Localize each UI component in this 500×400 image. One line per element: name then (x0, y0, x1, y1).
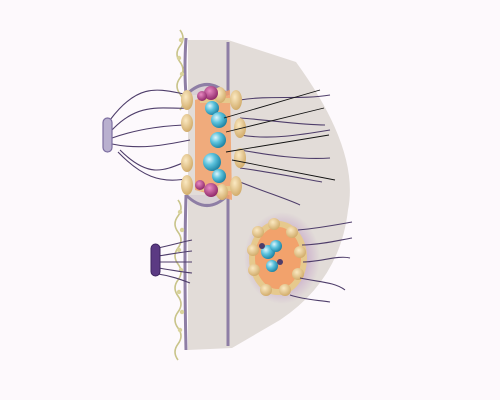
nuclear-pore-complex-side-view (181, 86, 246, 200)
cytoplasmic-filaments (109, 89, 191, 181)
nuclear-pore-complex-top-view (244, 212, 320, 304)
chromatin-strand (174, 29, 184, 361)
nuclear-basket-filaments (239, 94, 331, 206)
leader-lines (223, 89, 336, 181)
cytoplasmic-ring-cap (102, 117, 113, 153)
chromatin-beads (176, 37, 185, 333)
top-view-filaments (289, 221, 353, 303)
cytoplasmic-filament-ring (150, 239, 193, 284)
